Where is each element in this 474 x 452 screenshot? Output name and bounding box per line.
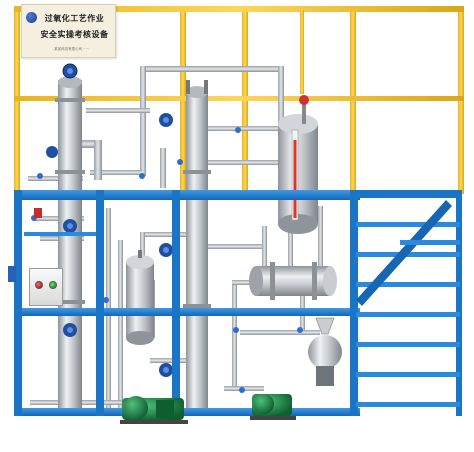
blue-steel-platform: [14, 190, 360, 416]
start-button[interactable]: [49, 281, 57, 289]
mid-buffer-tank: [126, 250, 154, 345]
control-panel: [29, 268, 63, 306]
left-column-gauge: [46, 63, 78, 337]
heat-exchanger: [249, 262, 337, 300]
staircase: [356, 190, 462, 416]
equipment-signboard: 过氧化工艺作业 安全实操考核设备 某某科技有限公司 ·····: [21, 4, 116, 58]
yellow-guardrail-frame: [14, 6, 464, 194]
valve-handles: [31, 127, 303, 393]
alarm-indicator: [8, 208, 42, 282]
signboard-footer: 某某科技有限公司 ·····: [54, 47, 89, 51]
left-distillation-column: [55, 76, 102, 410]
spherical-vessel: [308, 317, 342, 386]
middle-column-gauges: [159, 113, 173, 377]
signboard-title-line1: 过氧化工艺作业: [44, 14, 105, 23]
right-circulation-pump: [250, 394, 296, 420]
signboard-title-line2: 安全实操考核设备: [40, 30, 109, 39]
company-logo-icon: [26, 12, 37, 23]
upper-storage-tank: [278, 95, 318, 234]
left-circulation-pump: [120, 396, 188, 424]
middle-reaction-column: [183, 80, 211, 416]
stop-button[interactable]: [35, 281, 43, 289]
